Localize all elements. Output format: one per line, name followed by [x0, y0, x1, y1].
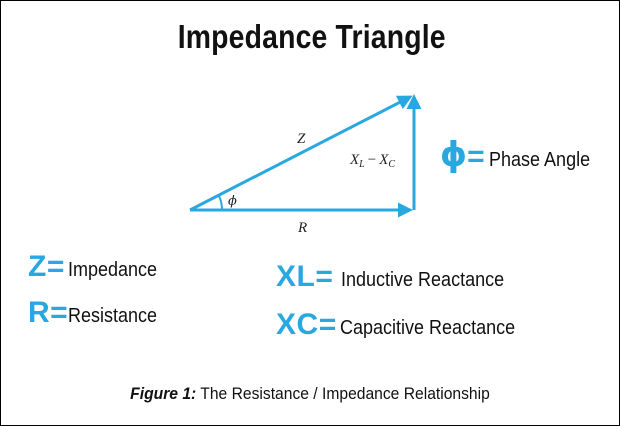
legend-phase-angle: ϕ = Phase Angle — [440, 135, 601, 175]
legend-impedance: Z = Impedance — [28, 250, 167, 284]
hypotenuse-label: Z — [297, 131, 306, 147]
caption-text: The Resistance / Impedance Relationship — [196, 384, 490, 403]
legend-capacitive-reactance: XC = Capacitive Reactance — [276, 308, 535, 342]
diagram-title: Impedance Triangle — [177, 18, 446, 55]
impedance-description: Impedance — [68, 259, 158, 281]
phi-symbol: ϕ — [440, 135, 468, 175]
capacitive-description: Capacitive Reactance — [340, 317, 516, 339]
phase-description: Phase Angle — [488, 149, 590, 171]
base-label: R — [297, 220, 307, 236]
r-symbol: R — [28, 296, 51, 329]
legend-resistance: R = Resistance — [28, 296, 167, 330]
legend-inductive-reactance: XL = Inductive Reactance — [276, 260, 522, 294]
z-symbol: Z — [28, 250, 47, 283]
impedance-equals: = — [46, 250, 65, 283]
capacitive-equals: = — [318, 308, 337, 341]
reactance-label: XL−XC — [349, 152, 395, 170]
xc-symbol: XC — [276, 308, 319, 341]
phase-equals: = — [467, 140, 485, 173]
impedance-vector — [189, 95, 413, 212]
resistance-description: Resistance — [67, 305, 157, 327]
resistance-equals: = — [50, 296, 68, 329]
inductive-description: Inductive Reactance — [340, 269, 504, 291]
caption-label: Figure 1: — [130, 384, 197, 403]
angle-label: ϕ — [228, 194, 237, 209]
figure-caption: Figure 1: The Resistance / Impedance Rel… — [25, 384, 595, 404]
xl-symbol: XL — [276, 260, 316, 293]
phase-angle-arc — [218, 195, 224, 211]
inductive-equals: = — [315, 260, 333, 293]
